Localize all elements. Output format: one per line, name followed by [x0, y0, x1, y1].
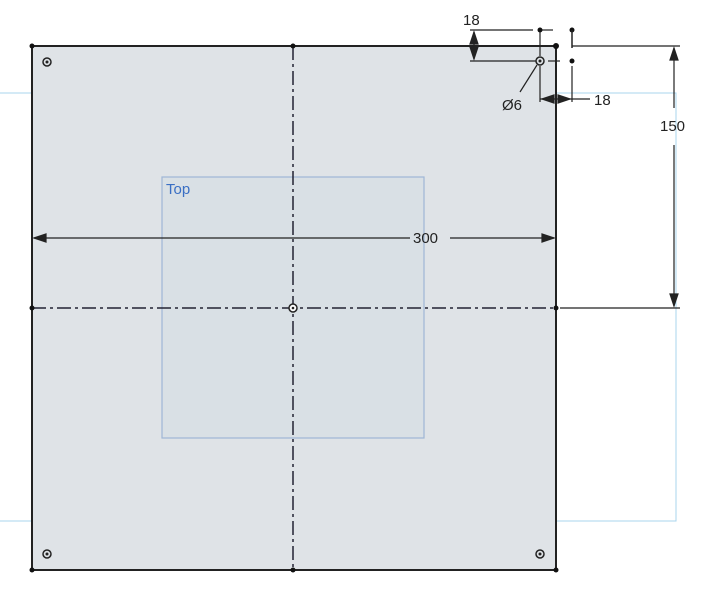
hole-offset-y-value[interactable]: 18 — [463, 12, 480, 29]
height-dimension[interactable] — [560, 45, 680, 309]
height-dimension-value[interactable]: 150 — [660, 118, 685, 135]
sketch-points[interactable] — [29, 43, 560, 573]
diameter-leader — [519, 64, 538, 93]
hole-offset-x-dimension[interactable] — [539, 66, 590, 104]
width-dimension-value[interactable]: 300 — [413, 230, 438, 247]
origin-dot — [291, 306, 295, 310]
hole-offset-y-dimension[interactable] — [469, 29, 560, 62]
top-plane-label: Top — [166, 181, 190, 198]
hole-offset-x-value[interactable]: 18 — [594, 92, 611, 109]
hole-diameter-value[interactable]: Ø6 — [502, 97, 522, 114]
hole-centers — [45, 59, 542, 556]
width-dimension[interactable] — [32, 233, 556, 243]
